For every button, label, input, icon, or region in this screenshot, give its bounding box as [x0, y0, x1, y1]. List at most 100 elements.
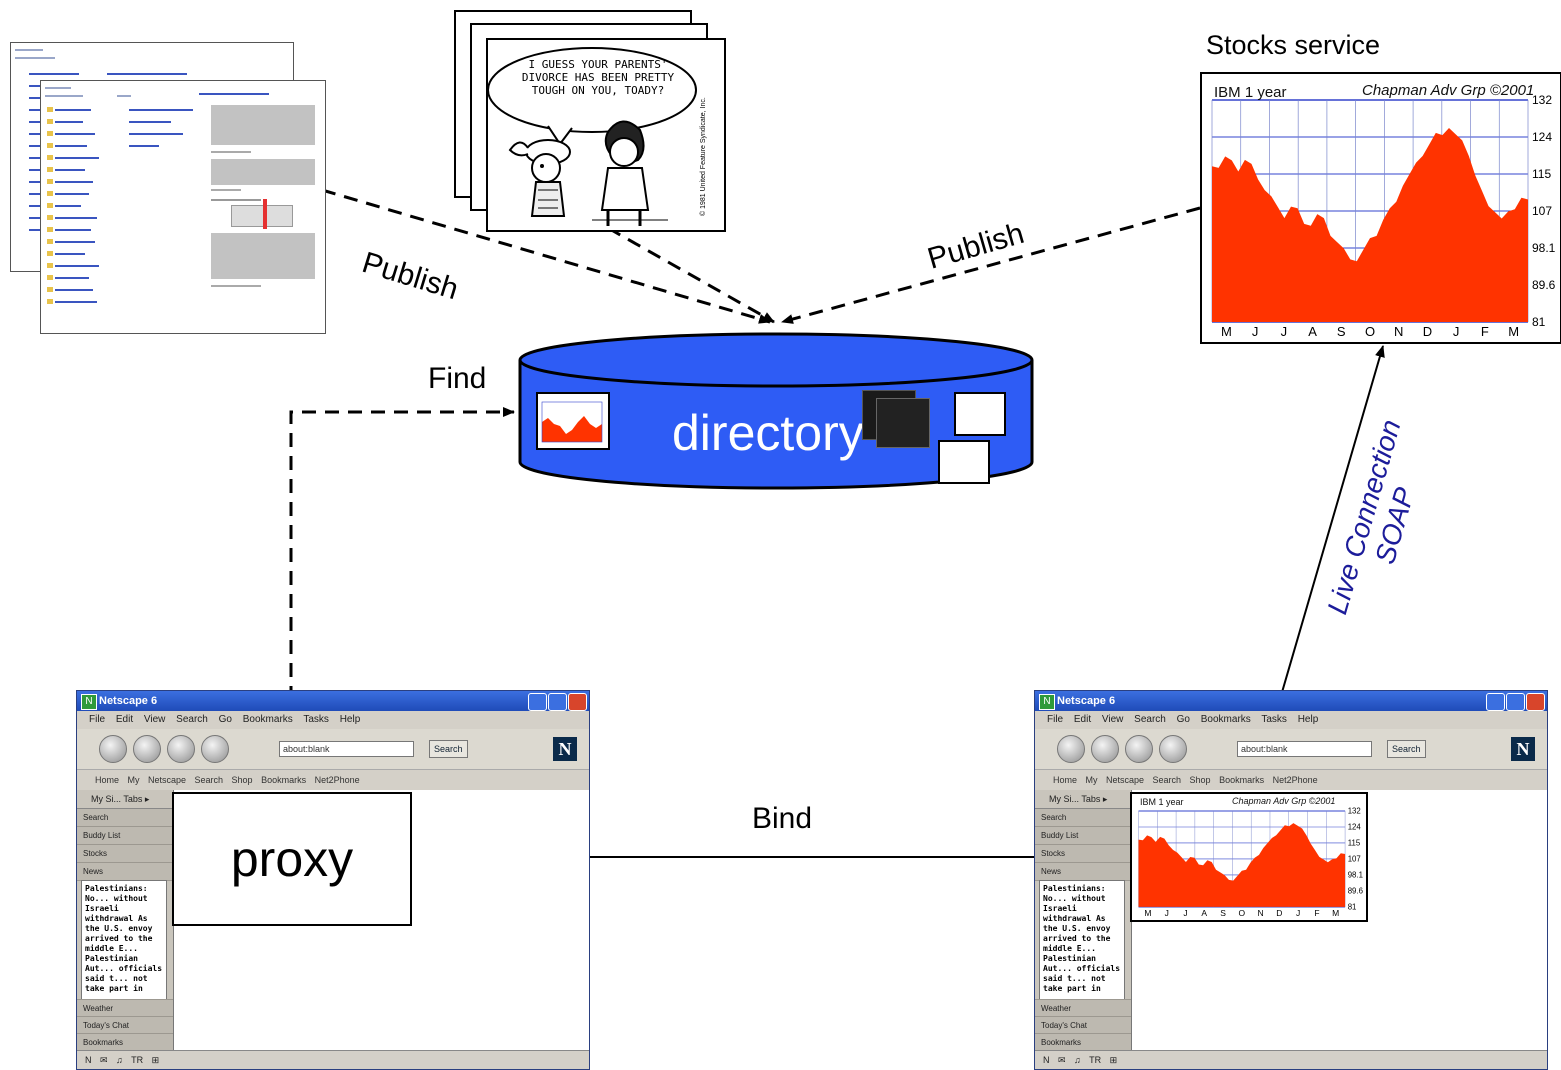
- url-input[interactable]: about:blank: [1237, 741, 1372, 757]
- sidebar-item-news[interactable]: News: [1035, 863, 1131, 881]
- stocks-service-label: Stocks service: [1206, 30, 1381, 60]
- stop-button[interactable]: [201, 735, 229, 763]
- mini-chart-1: [541, 401, 603, 443]
- y-tick-label: 89.6: [1532, 278, 1556, 292]
- sidebar-item-buddy[interactable]: Buddy List: [77, 827, 173, 845]
- y-tick-label: 81: [1348, 903, 1357, 912]
- web-document-front: [40, 80, 326, 334]
- news-panel: Palestinians: No... without Israeli with…: [1039, 880, 1125, 1016]
- find-label: Find: [428, 362, 487, 395]
- close-button[interactable]: [1526, 693, 1545, 711]
- directory-comic-thumb-1: [954, 392, 1006, 436]
- reload-button[interactable]: [167, 735, 195, 763]
- chart-title-right: Chapman Adv Grp ©2001: [1232, 796, 1336, 806]
- x-tick-label: M: [1332, 908, 1339, 918]
- x-tick-label: F: [1481, 324, 1489, 339]
- url-input[interactable]: about:blank: [279, 741, 414, 757]
- y-tick-label: 132: [1348, 807, 1361, 816]
- reload-button[interactable]: [1125, 735, 1153, 763]
- sidebar-item-search[interactable]: Search: [77, 809, 173, 827]
- chart-title-left: IBM 1 year: [1214, 84, 1287, 101]
- navigation-toolbar: about:blank Search N: [1035, 729, 1547, 769]
- y-tick-label: 107: [1532, 204, 1552, 218]
- sidebar-item-stocks[interactable]: Stocks: [1035, 845, 1131, 863]
- proxy-label: proxy: [230, 831, 354, 887]
- sidebar: My Si... Tabs ▸ Search Buddy List Stocks…: [1035, 790, 1132, 1051]
- publish-arrow-stocks: [781, 206, 1201, 324]
- bookmarks-toolbar[interactable]: Home My Netscape Search Shop Bookmarks N…: [1035, 769, 1547, 791]
- sidebar-item-stocks[interactable]: Stocks: [77, 845, 173, 863]
- x-tick-label: N: [1258, 908, 1264, 918]
- bind-label: Bind: [752, 802, 813, 835]
- publish-arrow-docs: [321, 188, 771, 324]
- comic-strip: I GUESS YOUR PARENTS' DIVORCE HAS BEEN P…: [486, 38, 726, 232]
- y-tick-label: 124: [1532, 130, 1552, 144]
- sidebar-item-search[interactable]: Search: [1035, 809, 1131, 827]
- close-button[interactable]: [568, 693, 587, 711]
- y-axis-ticks: 132 124 115 107 98.1 89.6 81: [1532, 93, 1556, 329]
- y-tick-label: 98.1: [1532, 241, 1556, 255]
- sidebar-item-chat[interactable]: Today's Chat: [77, 1016, 173, 1034]
- back-button[interactable]: [99, 735, 127, 763]
- bookmarks-toolbar[interactable]: Home My Netscape Search Shop Bookmarks N…: [77, 769, 589, 791]
- sidebar-item-buddy[interactable]: Buddy List: [1035, 827, 1131, 845]
- search-button[interactable]: Search: [1387, 740, 1426, 758]
- sidebar-item-bookmarks[interactable]: Bookmarks: [1035, 1033, 1131, 1051]
- news-panel: Palestinians: No... without Israeli with…: [81, 880, 167, 1016]
- price-area: [1212, 128, 1528, 322]
- x-tick-label: F: [1314, 908, 1319, 918]
- sidebar-item-bookmarks[interactable]: Bookmarks: [77, 1033, 173, 1051]
- directory-comic-thumb-2: [938, 440, 990, 484]
- x-tick-label: N: [1394, 324, 1403, 339]
- stop-button[interactable]: [1159, 735, 1187, 763]
- x-tick-label: J: [1281, 324, 1288, 339]
- comic-credit: © 1981 United Feature Syndicate, Inc.: [700, 97, 707, 216]
- x-tick-label: S: [1337, 324, 1346, 339]
- price-area: [1138, 823, 1346, 907]
- sidebar: My Si... Tabs ▸ Search Buddy List Stocks…: [77, 790, 174, 1051]
- netscape-icon: N: [81, 694, 97, 710]
- x-tick-label: J: [1453, 324, 1460, 339]
- sidebar-tabs[interactable]: My Si... Tabs ▸: [77, 790, 173, 809]
- x-tick-label: D: [1276, 908, 1282, 918]
- y-tick-label: 115: [1532, 167, 1551, 181]
- sidebar-item-weather[interactable]: Weather: [77, 999, 173, 1017]
- x-tick-label: J: [1296, 908, 1300, 918]
- x-tick-label: A: [1308, 324, 1317, 339]
- chart-title-right: Chapman Adv Grp ©2001: [1362, 82, 1535, 99]
- directory-label: directory: [672, 405, 864, 461]
- chart-title-left: IBM 1 year: [1140, 797, 1184, 807]
- search-button[interactable]: Search: [429, 740, 468, 758]
- back-button[interactable]: [1057, 735, 1085, 763]
- find-arrow: [289, 407, 515, 792]
- proxy-box: proxy: [172, 792, 412, 926]
- forward-button[interactable]: [1091, 735, 1119, 763]
- comic-drawing: [488, 47, 697, 226]
- comic-speech-text: I GUESS YOUR PARENTS' DIVORCE HAS BEEN P…: [521, 58, 675, 97]
- maximize-button[interactable]: [548, 693, 567, 711]
- navigation-toolbar: about:blank Search N: [77, 729, 589, 769]
- menu-bar[interactable]: File Edit View Search Go Bookmarks Tasks…: [89, 714, 361, 725]
- maximize-button[interactable]: [1506, 693, 1525, 711]
- x-tick-label: J: [1183, 908, 1187, 918]
- y-tick-label: 115: [1348, 839, 1361, 848]
- minimize-button[interactable]: [1486, 693, 1505, 711]
- netscape-logo: N: [1511, 737, 1535, 761]
- minimize-button[interactable]: [528, 693, 547, 711]
- sidebar-item-weather[interactable]: Weather: [1035, 999, 1131, 1017]
- sidebar-item-news[interactable]: News: [77, 863, 173, 881]
- menu-bar[interactable]: File Edit View Search Go Bookmarks Tasks…: [1047, 714, 1319, 725]
- x-tick-label: O: [1365, 324, 1375, 339]
- sidebar-item-chat[interactable]: Today's Chat: [1035, 1016, 1131, 1034]
- directory-stock-thumb: [536, 392, 610, 450]
- y-tick-label: 81: [1532, 315, 1546, 329]
- forward-button[interactable]: [133, 735, 161, 763]
- y-tick-label: 132: [1532, 93, 1552, 107]
- sidebar-tabs[interactable]: My Si... Tabs ▸: [1035, 790, 1131, 809]
